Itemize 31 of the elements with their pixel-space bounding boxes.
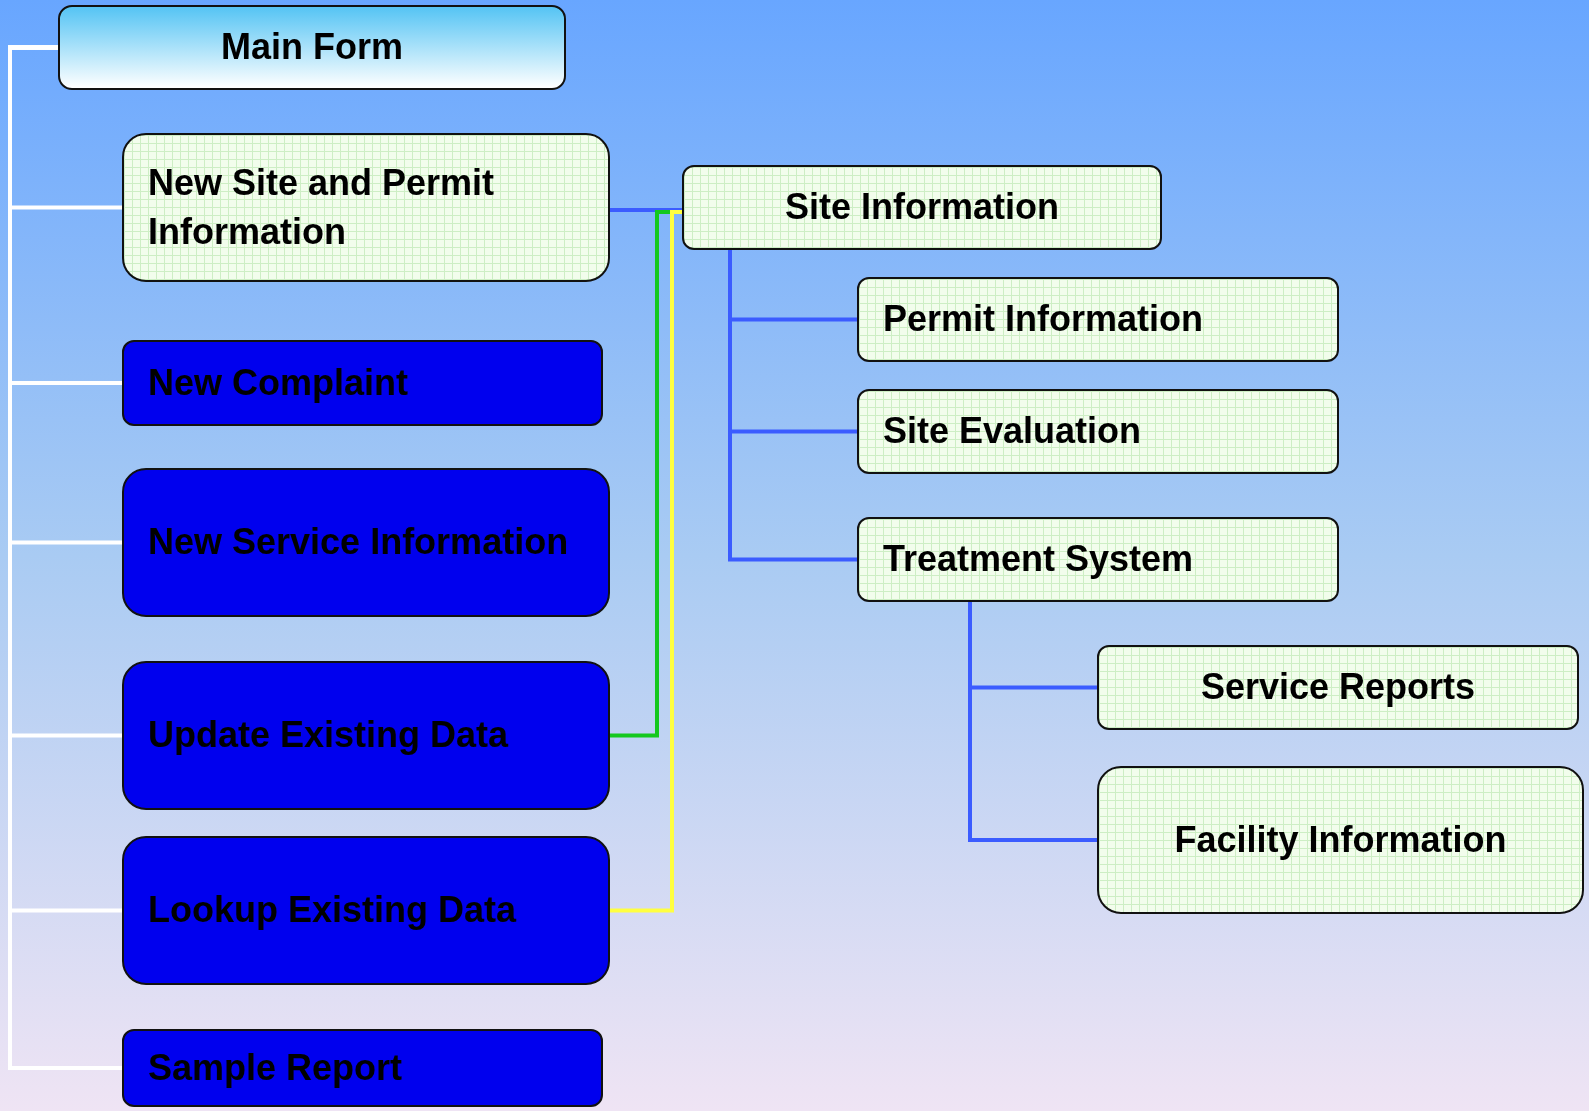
- connector-line: [8, 45, 122, 1070]
- connector-line: [968, 602, 1097, 842]
- connector-line: [610, 210, 682, 913]
- box-label: New Complaint: [148, 360, 408, 405]
- menu-box: [682, 165, 1162, 250]
- box-label: Treatment System: [883, 537, 1194, 582]
- box-label: Service Reports: [1200, 665, 1476, 710]
- menu-box: [857, 517, 1339, 602]
- menu-box: [122, 661, 610, 810]
- menu-box: [122, 340, 603, 426]
- menu-box: [122, 1029, 603, 1107]
- box-label: Site Information: [785, 185, 1059, 230]
- connector-line: [610, 208, 682, 212]
- box-label: New Site and Permit Information: [148, 160, 496, 254]
- box-label: Main Form: [221, 25, 403, 70]
- menu-box: [58, 5, 566, 90]
- menu-box: [857, 277, 1339, 362]
- box-label: Update Existing Data: [148, 713, 509, 758]
- connector-line: [728, 250, 857, 562]
- box-label: Permit Information: [883, 297, 1204, 342]
- box-label: Facility Information: [1174, 817, 1507, 862]
- menu-box: [122, 468, 610, 617]
- menu-box: [1097, 766, 1584, 914]
- box-label: New Service Information: [148, 520, 569, 565]
- box-label: Lookup Existing Data: [148, 888, 517, 933]
- menu-box: [1097, 645, 1579, 730]
- menu-box: [122, 836, 610, 985]
- menu-box: [122, 133, 610, 282]
- box-label: Site Evaluation: [883, 409, 1142, 454]
- box-label: Sample Report: [148, 1045, 403, 1090]
- menu-box: [857, 389, 1339, 474]
